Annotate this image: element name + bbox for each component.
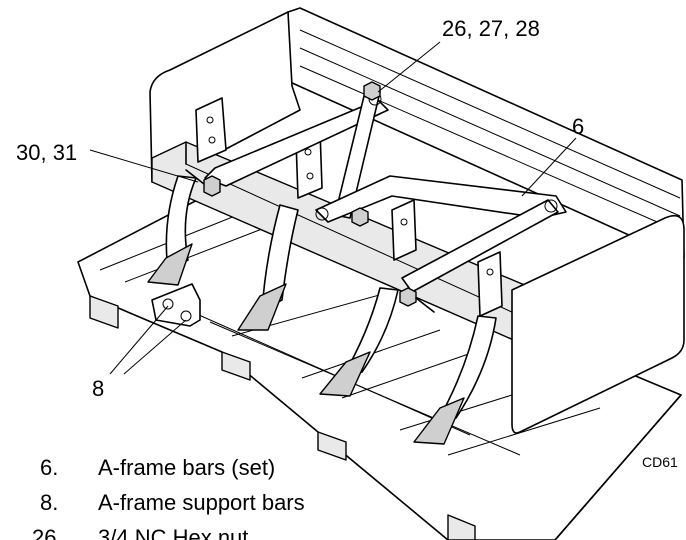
mount-bracket-1	[195, 97, 227, 163]
hitch-pin-hardware-mid	[351, 207, 369, 227]
figure-code: CD61	[642, 454, 678, 470]
legend-number: 6.	[40, 455, 58, 480]
shank-4	[413, 315, 497, 445]
shank-1	[147, 175, 197, 286]
legend-number: 8.	[40, 490, 58, 515]
callout-6: 6	[572, 114, 584, 139]
legend-text: A-frame bars (set)	[98, 455, 275, 480]
hitch-pin-hardware-right	[399, 287, 435, 313]
callout-30-31: 30, 31	[16, 140, 77, 165]
legend-text: A-frame support bars	[98, 490, 305, 515]
shank-2	[237, 204, 299, 331]
shipping-pallet	[77, 195, 682, 540]
callout-26-27-28: 26, 27, 28	[442, 16, 540, 41]
mount-bracket-3	[391, 199, 417, 261]
hitch-pin-hardware-left	[185, 169, 221, 197]
mount-bracket-4	[477, 251, 503, 317]
leader-lines	[89, 41, 577, 375]
parts-legend: 6. A-frame bars (set) 8. A-frame support…	[32, 455, 305, 540]
left-side-panel	[149, 11, 301, 183]
hex-nut-hardware-top	[363, 81, 381, 101]
a-frame-bars	[204, 87, 567, 293]
callout-8: 8	[92, 376, 104, 401]
shank-3	[319, 287, 399, 397]
legend-number: 26.	[32, 525, 63, 540]
right-side-panel	[511, 214, 685, 434]
legend-text: 3/4 NC Hex nut	[98, 525, 248, 540]
